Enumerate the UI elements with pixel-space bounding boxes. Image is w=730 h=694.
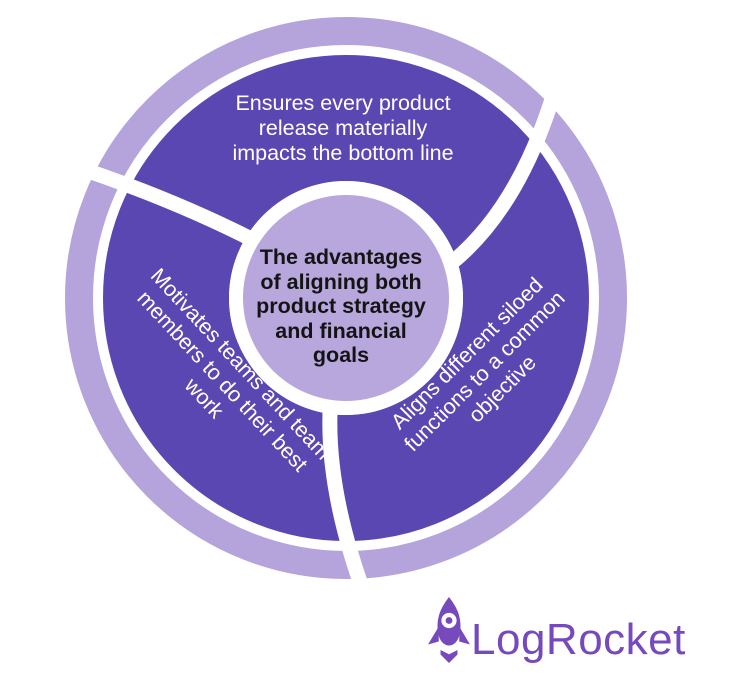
diagram-title: The advantages of aligning both product …	[231, 245, 451, 368]
diagram-title-line: of aligning both	[260, 269, 422, 294]
segment-top-label: Ensures every product release materially…	[183, 91, 503, 166]
segment-top-line: impacts the bottom line	[232, 141, 454, 165]
diagram-title-line: The advantages	[259, 245, 423, 269]
segment-top-line: Ensures every product	[235, 91, 451, 115]
diagram-title-line: and financial	[275, 318, 407, 343]
outer-ring	[65, 17, 627, 579]
diagram-title-line: product strategy	[256, 294, 426, 318]
hub-circle	[243, 195, 449, 401]
rocket-icon	[428, 597, 470, 663]
segments-donut	[103, 55, 589, 541]
segment-top-line: release materially	[258, 116, 428, 140]
logrocket-wordmark: LogRocket	[471, 615, 686, 664]
diagram-title-line: goals	[312, 343, 370, 367]
